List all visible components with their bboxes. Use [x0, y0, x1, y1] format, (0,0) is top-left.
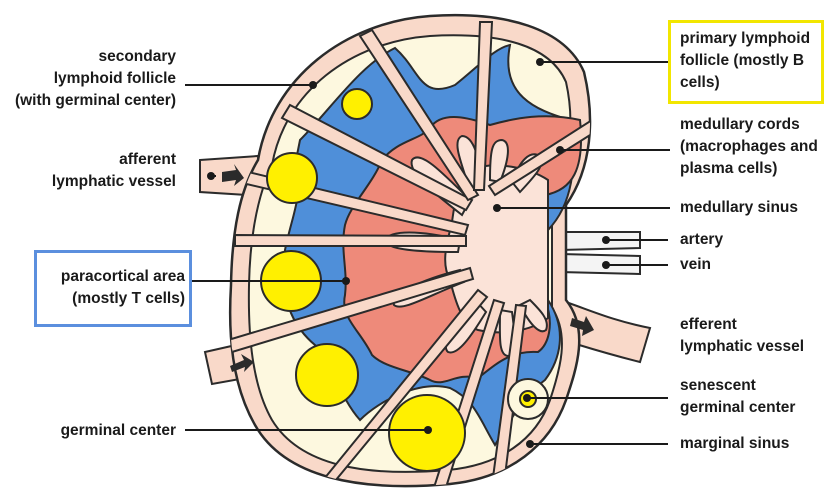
label-primary-follicle: primary lymphoid follicle (mostly B cell… [680, 30, 811, 91]
flow-arrows [222, 164, 594, 372]
label-vein: vein [680, 256, 712, 273]
paracortical-highlight [34, 250, 192, 327]
label-afferent-vessel: afferent lymphatic vessel [51, 151, 176, 190]
leader-lines [185, 61, 670, 445]
label-germinal-center: germinal center [60, 422, 176, 439]
label-paracortical-area: paracortical area (mostly T cells) [60, 268, 185, 307]
label-senescent-center: senescent germinal center [680, 377, 796, 416]
label-artery: artery [680, 231, 724, 248]
label-marginal-sinus: marginal sinus [680, 435, 790, 452]
label-efferent-vessel: efferent lymphatic vessel [680, 316, 805, 355]
label-secondary-follicle: secondary lymphoid follicle (with germin… [14, 48, 176, 109]
leader-dots [207, 58, 610, 448]
primary-follicle-highlight [668, 20, 824, 104]
label-medullary-sinus: medullary sinus [680, 199, 799, 216]
label-medullary-cords: medullary cords (macrophages and plasma … [680, 116, 818, 177]
